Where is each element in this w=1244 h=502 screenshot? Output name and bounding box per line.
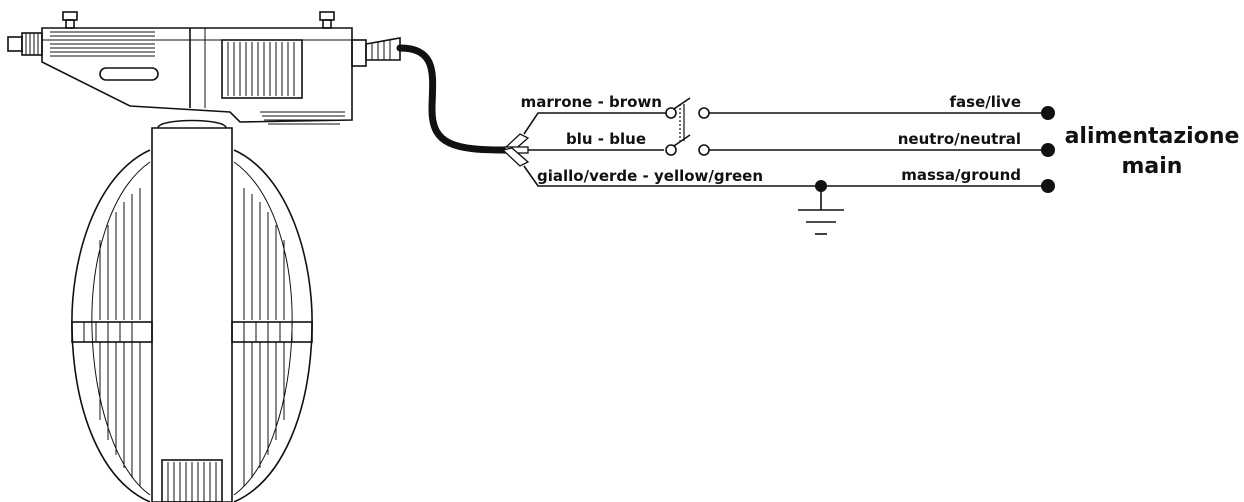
- top-knob-right: [319, 11, 335, 29]
- left-vent: [50, 31, 155, 57]
- left-connector: [7, 32, 43, 56]
- label-blue-wire: blu - blue: [566, 130, 646, 148]
- label-live: fase/live: [950, 93, 1021, 111]
- switch-contact-neutral-right: [698, 144, 710, 156]
- power-cable: [396, 44, 509, 154]
- cable-split: [501, 133, 530, 167]
- double-pole-switch: [665, 104, 710, 156]
- yellow-green-wire: [523, 165, 1048, 187]
- bottom-fins: [260, 111, 345, 125]
- ground-symbol: [798, 180, 844, 235]
- label-mains-line2: main: [1122, 154, 1183, 179]
- switch-contact-live-right: [698, 107, 710, 119]
- switch-contact-live-left: [665, 107, 677, 119]
- right-vent: [221, 39, 303, 99]
- terminal-ground: [1041, 179, 1055, 193]
- track-light-fixture: [7, 11, 401, 502]
- label-neutral: neutro/neutral: [898, 130, 1021, 148]
- top-knob-left: [62, 11, 78, 29]
- terminal-neutral: [1041, 143, 1055, 157]
- terminal-live: [1041, 106, 1055, 120]
- lamp-body: [71, 149, 313, 502]
- label-ground: massa/ground: [901, 166, 1021, 184]
- label-yellow-green-wire: giallo/verde - yellow/green: [537, 167, 763, 185]
- label-mains-line1: alimentazione: [1065, 124, 1240, 149]
- label-brown-wire: marrone - brown: [521, 93, 662, 111]
- fixture-stem: [151, 119, 233, 502]
- switch-contact-neutral-left: [665, 144, 677, 156]
- adapter-housing: [41, 27, 353, 125]
- cable-gland: [351, 37, 401, 67]
